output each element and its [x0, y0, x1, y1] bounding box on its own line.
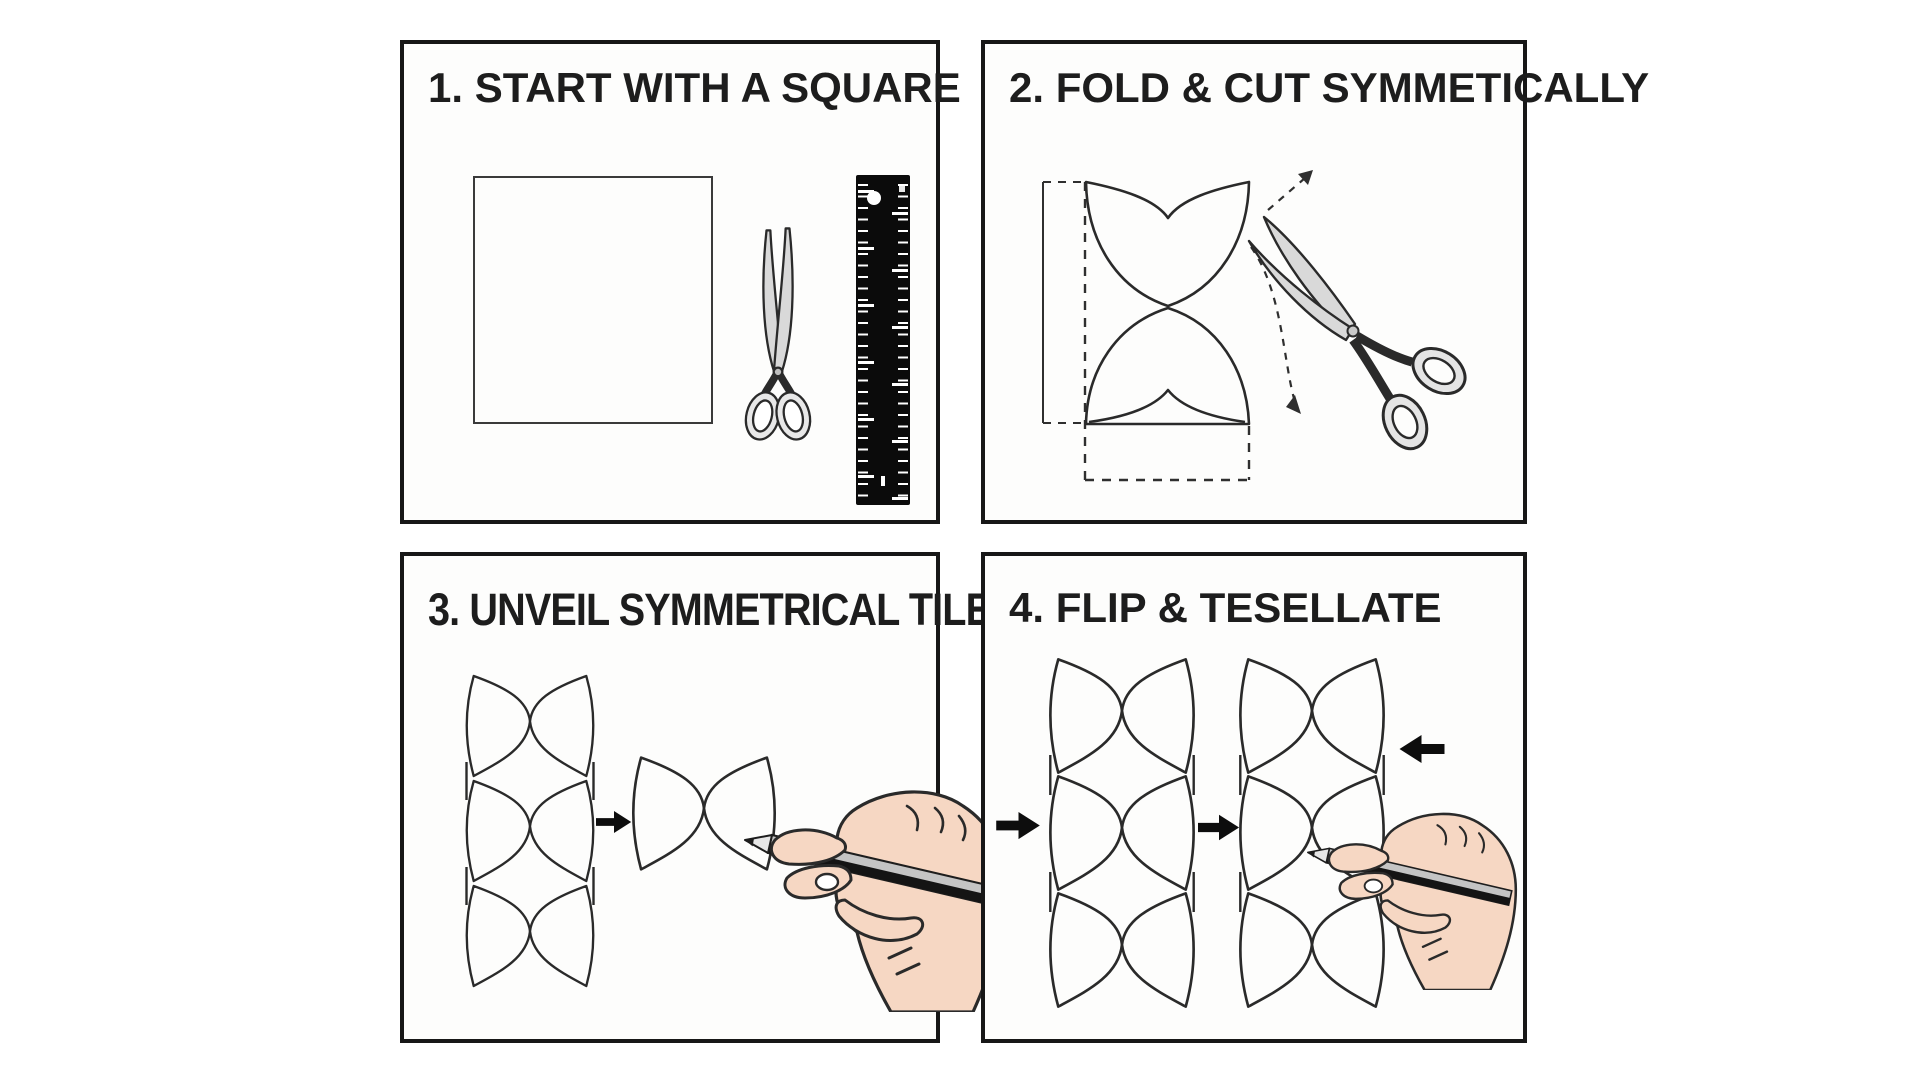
- folded-paper-shape: [1084, 180, 1251, 426]
- scissors-open-icon: [1247, 215, 1467, 451]
- panel-1-illustration: [473, 175, 910, 505]
- panel-3-title: 3. UNVEIL SYMMETRICAL TILE: [428, 584, 992, 635]
- tessellation-column-right: [1238, 658, 1386, 1008]
- panel-step-1: 1. START WITH A SQUARE: [400, 40, 961, 524]
- fold-dashed-outline: [1042, 181, 1251, 482]
- panel-4-title: 4. FLIP & TESELLATE: [1009, 584, 1442, 631]
- panel-2-title: 2. FOLD & CUT SYMMETICALLY: [1009, 64, 1650, 111]
- ruler-icon: [856, 175, 910, 505]
- butterfly-tile: [631, 756, 777, 871]
- scissors-icon: [741, 228, 815, 443]
- panel-4-illustration: [996, 658, 1518, 1008]
- panel-step-4: 4. FLIP & TESELLATE: [981, 552, 1527, 1043]
- right-arrow-icon: [996, 811, 1040, 840]
- tessellation-column-left: [1048, 658, 1196, 1008]
- panel-step-2: 2. FOLD & CUT SYMMETICALLY: [981, 40, 1649, 524]
- right-arrow-icon: [1198, 814, 1240, 841]
- panel-3-illustration: [465, 674, 1007, 1012]
- hand-with-pencil: [743, 790, 1007, 1012]
- panel-2-illustration: [1042, 170, 1467, 482]
- butterfly-strip: [465, 674, 595, 988]
- left-arrow-icon: [1399, 735, 1445, 763]
- panel-step-3: 3. UNVEIL SYMMETRICAL TILE: [400, 552, 1007, 1043]
- paper-square: [473, 176, 713, 424]
- cut-direction-arrows: [1250, 170, 1313, 414]
- panel-1-title: 1. START WITH A SQUARE: [428, 64, 961, 111]
- right-arrow-icon: [596, 811, 632, 833]
